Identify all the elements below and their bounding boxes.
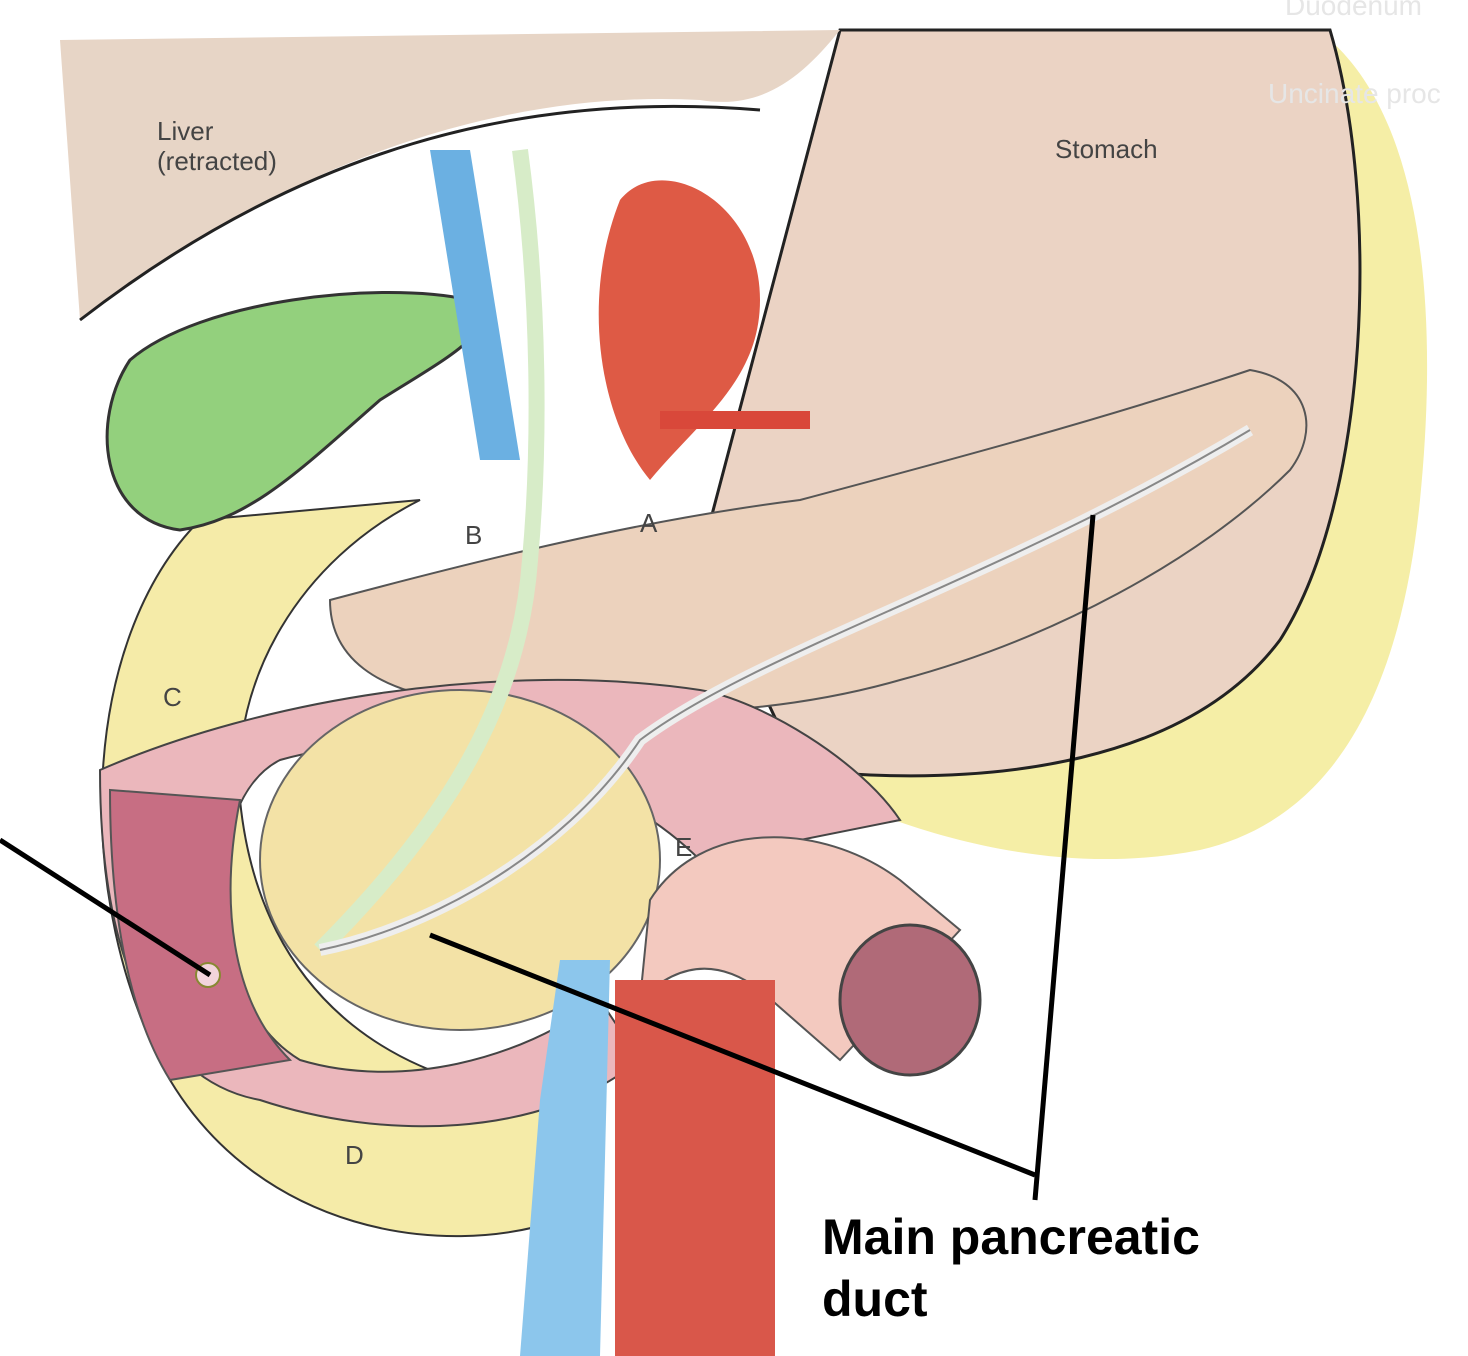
liver <box>60 30 840 320</box>
gallbladder <box>105 291 482 532</box>
duodenal-lumen <box>108 788 293 1082</box>
label-d: D <box>345 1140 364 1170</box>
label-liver-line1: Liver <box>157 116 214 146</box>
common-bile-duct <box>314 148 545 956</box>
callout-line-ampulla <box>0 837 212 978</box>
callout-line-head <box>429 932 1036 1178</box>
label-liver: Liver (retracted) <box>157 116 277 176</box>
jejunum-opening <box>838 923 982 1077</box>
aorta <box>615 980 775 1356</box>
portal-vein <box>430 150 520 460</box>
callout-line2: duct <box>822 1271 928 1327</box>
label-stomach: Stomach <box>1055 134 1158 164</box>
liver-edge <box>79 104 761 322</box>
label-e: E <box>675 832 693 862</box>
celiac-artery <box>598 180 760 480</box>
background-label-uncinate: Uncinate proc <box>1268 78 1441 109</box>
superior-mesenteric-vein <box>520 960 610 1356</box>
label-liver-line2: (retracted) <box>157 146 277 176</box>
callout-main-pancreatic-duct: Main pancreatic duct <box>822 1206 1200 1330</box>
callout-line1: Main pancreatic <box>822 1209 1200 1265</box>
background-label-duodenum: Duodenum <box>1285 0 1422 21</box>
label-c: C <box>163 682 182 712</box>
label-a: A <box>640 508 658 538</box>
callout-line-tail <box>1032 514 1096 1201</box>
label-b: B <box>465 520 483 550</box>
main-pancreatic-duct-outline <box>319 429 1251 951</box>
